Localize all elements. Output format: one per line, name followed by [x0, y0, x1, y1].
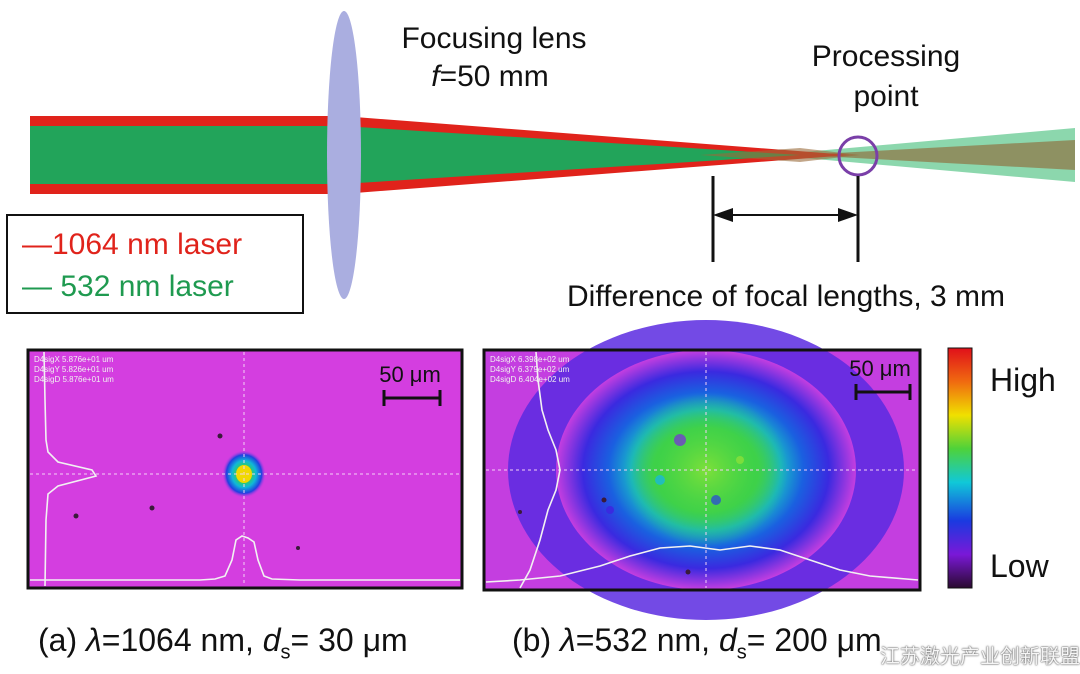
- readout-a-3: D4sigD 5.876e+01 um: [34, 375, 114, 384]
- beam-diagram: [30, 11, 1075, 299]
- green-beam-input: [30, 126, 342, 184]
- scale-bar-label-b: 50 μm: [849, 356, 911, 381]
- profile-curve-vertical-a: [43, 351, 98, 587]
- scale-bar-label-a: 50 μm: [379, 362, 441, 387]
- caption-a: (a) λ=1064 nm, ds= 30 μm: [38, 622, 408, 664]
- readout-a-2: D4sigY 5.826e+01 um: [34, 365, 114, 374]
- arrowhead-right-icon: [838, 208, 858, 222]
- readout-b-3: D4sigD 6.404e+02 um: [490, 375, 570, 384]
- readout-b-1: D4sigX 6.398e+02 um: [490, 355, 570, 364]
- processing-point-label-line1: Processing: [812, 40, 960, 73]
- colorbar: [947, 347, 973, 589]
- profile-curve-horizontal-a: [30, 535, 460, 581]
- beam-profile-panel-b: D4sigX 6.398e+02 um D4sigY 6.379e+02 um …: [482, 320, 922, 620]
- profile-curve-horizontal-b: [485, 545, 919, 583]
- processing-point-circle: [837, 135, 879, 177]
- readout-b-2: D4sigY 6.379e+02 um: [490, 365, 570, 374]
- focusing-lens-icon: [327, 11, 361, 299]
- red-beam-diverging: [800, 140, 1075, 170]
- beam-overlap: [700, 148, 860, 162]
- arrowhead-left-icon: [713, 208, 733, 222]
- caption-b: (b) λ=532 nm, ds= 200 μm: [512, 622, 882, 664]
- legend: —1064 nm laser — 532 nm laser: [6, 214, 304, 314]
- readout-a-1: D4sigX 5.876e+01 um: [34, 355, 114, 364]
- green-beam-converging: [342, 126, 800, 184]
- beam-profile-panel-a: D4sigX 5.876e+01 um D4sigY 5.826e+01 um …: [26, 348, 464, 590]
- legend-item-532nm: — 532 nm laser: [22, 270, 234, 303]
- profile-curve-vertical-b: [519, 351, 561, 589]
- legend-item-1064nm: —1064 nm laser: [22, 228, 243, 261]
- watermark: 江苏激光产业创新联盟: [880, 644, 1080, 668]
- colorbar-low-label: Low: [990, 548, 1049, 584]
- lens-focal-label: f=50 mm: [431, 60, 549, 93]
- lens-label: Focusing lens: [401, 22, 586, 55]
- processing-point-label-line2: point: [853, 80, 919, 113]
- focal-difference-label: Difference of focal lengths, 3 mm: [567, 280, 1005, 313]
- colorbar-high-label: High: [990, 362, 1056, 398]
